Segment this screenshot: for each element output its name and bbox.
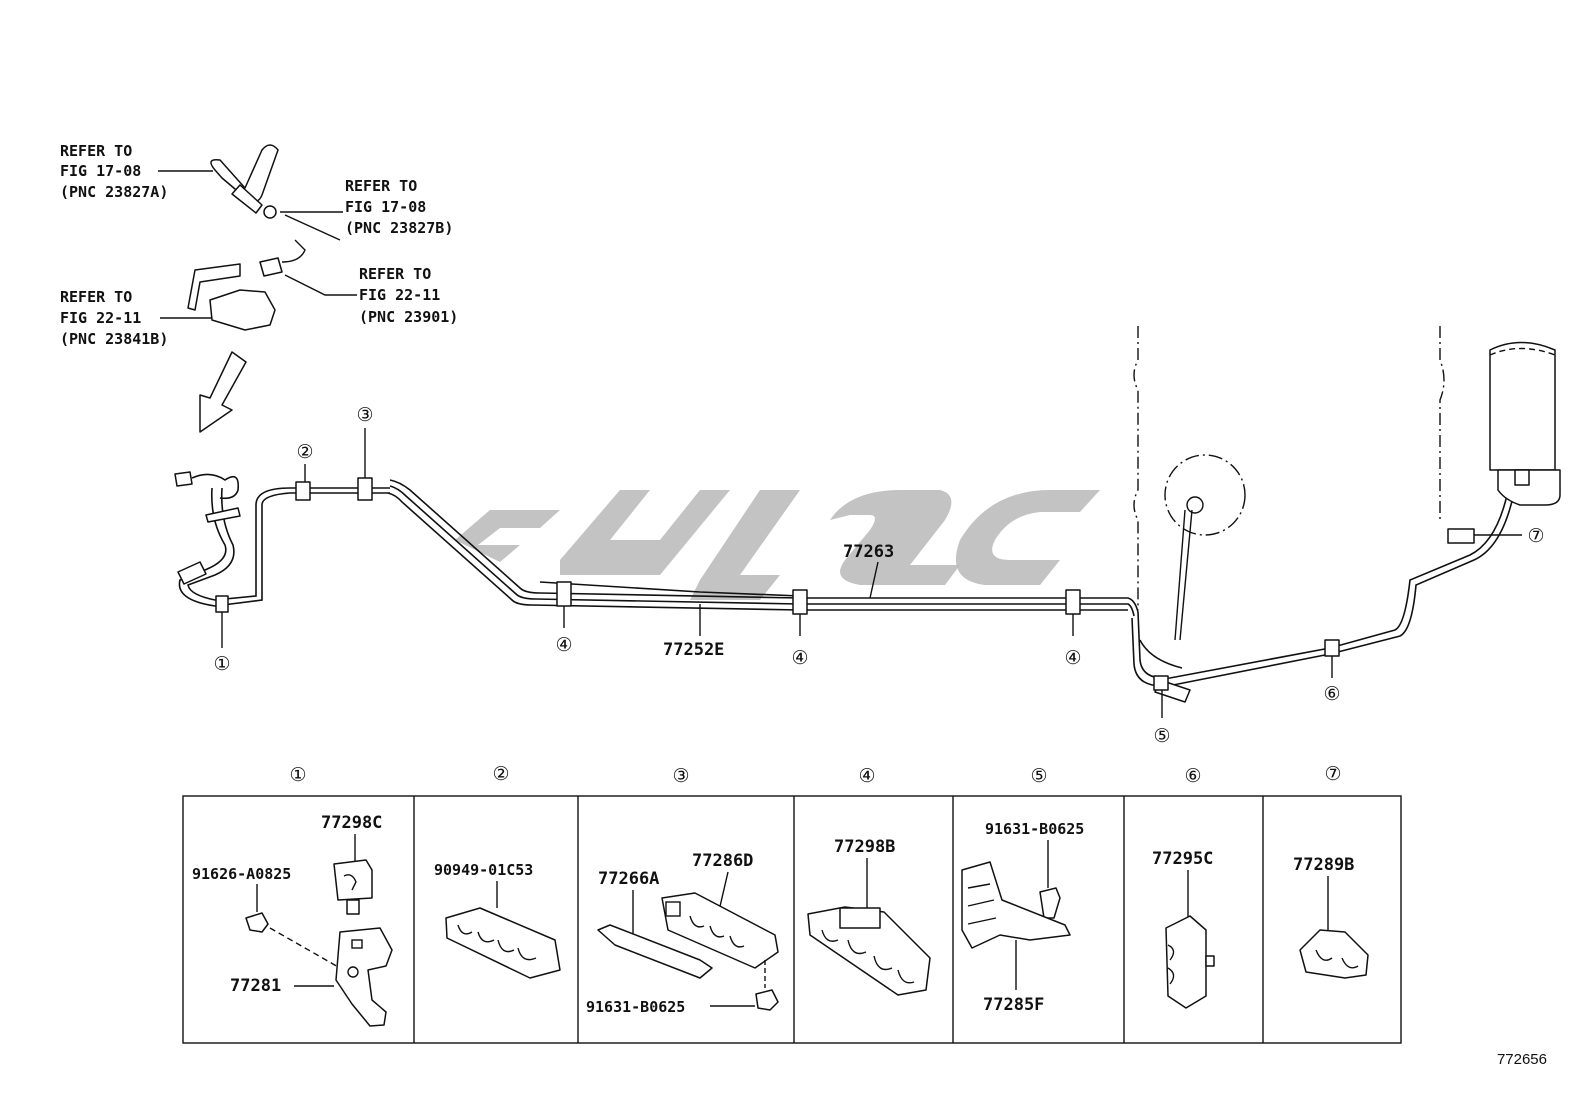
- panel-key-4: ④: [858, 766, 875, 787]
- clamp-icon: [215, 595, 229, 613]
- panel-6: 77295C: [1152, 849, 1215, 1009]
- panel-3: 77286D 77266A 91631-B0625: [586, 851, 779, 1016]
- svg-text:④: ④: [555, 635, 572, 656]
- svg-text:②: ②: [296, 442, 313, 463]
- refer-line: REFER TO: [60, 142, 132, 160]
- svg-text:①: ①: [213, 654, 230, 675]
- figure-id: 772656: [1497, 1051, 1547, 1068]
- callout-4c: ④: [1064, 614, 1082, 669]
- callout-6: ⑥: [1323, 656, 1341, 705]
- part-number: 77285F: [983, 995, 1044, 1015]
- callout-7: ⑦: [1474, 526, 1545, 547]
- panel-key-2: ②: [492, 764, 509, 785]
- callout-4b: ④: [791, 614, 809, 669]
- clamp-icon: [357, 477, 373, 501]
- part-number: 91626-A0825: [192, 865, 291, 883]
- part-number: 91631-B0625: [586, 998, 685, 1016]
- clamp-icon: [556, 581, 572, 607]
- part-number: 77298B: [834, 837, 895, 857]
- refer-line: FIG 17-08: [60, 162, 141, 180]
- tube-label-77252e: 77252E: [663, 640, 724, 660]
- refer-line: FIG 22-11: [359, 286, 440, 304]
- callout-5: ⑤: [1153, 690, 1171, 747]
- refer-note-22-11-b: REFER TO FIG 22-11 (PNC 23841B): [60, 288, 168, 348]
- watermark-logo: [455, 490, 1100, 600]
- leader-line: [869, 561, 879, 599]
- panel-5: 91631-B0625 77285F: [961, 820, 1084, 1015]
- clamp-icon: [1065, 589, 1081, 615]
- svg-text:④: ④: [791, 648, 808, 669]
- panel-key-5: ⑤: [1030, 766, 1047, 787]
- part-number: 77286D: [692, 851, 753, 871]
- part-number: 77298C: [321, 813, 382, 833]
- panel-key-6: ⑥: [1184, 766, 1201, 787]
- svg-text:⑦: ⑦: [1527, 526, 1544, 547]
- detail-panels: ① ② ③ ④ ⑤ ⑥ ⑦: [182, 764, 1402, 1044]
- svg-text:④: ④: [1064, 648, 1081, 669]
- callout-4a: ④: [555, 606, 573, 656]
- refer-line: (PNC 23827B): [345, 219, 453, 237]
- direction-arrow-icon: [199, 351, 247, 433]
- fuel-tube-routing: [174, 471, 1517, 703]
- clamp-icon: [1324, 639, 1340, 657]
- refer-line: REFER TO: [345, 177, 417, 195]
- part-number: 77295C: [1152, 849, 1213, 869]
- refer-note-22-11-a: REFER TO FIG 22-11 (PNC 23901): [359, 265, 458, 326]
- hose-assembly-icon: [187, 144, 341, 331]
- part-number: 90949-01C53: [434, 861, 533, 879]
- panel-4: 77298B: [807, 837, 931, 996]
- panel-key-1: ①: [289, 765, 306, 786]
- refer-line: FIG 17-08: [345, 198, 426, 216]
- tube-label-77263: 77263: [843, 542, 894, 562]
- clamp-icon: [295, 481, 311, 501]
- refer-line: REFER TO: [359, 265, 431, 283]
- refer-line: (PNC 23827A): [60, 183, 168, 201]
- svg-text:③: ③: [356, 405, 373, 426]
- panel-7: 77289B: [1293, 855, 1369, 979]
- panel-key-7: ⑦: [1324, 764, 1341, 785]
- refer-note-17-08-b: REFER TO FIG 17-08 (PNC 23827B): [345, 177, 453, 237]
- vehicle-body-outline: [1133, 326, 1445, 641]
- panel-2: 90949-01C53: [434, 861, 561, 979]
- part-number: 77281: [230, 976, 281, 996]
- svg-text:⑥: ⑥: [1323, 684, 1340, 705]
- refer-note-17-08-a: REFER TO FIG 17-08 (PNC 23827A): [60, 142, 168, 201]
- part-number: 91631-B0625: [985, 820, 1084, 838]
- refer-line: FIG 22-11: [60, 309, 141, 327]
- refer-line: REFER TO: [60, 288, 132, 306]
- panel-key-3: ③: [672, 766, 689, 787]
- leader-line: [284, 274, 357, 296]
- clamp-icon: [792, 589, 808, 615]
- canister-icon: [1489, 341, 1561, 506]
- part-number: 77289B: [1293, 855, 1354, 875]
- refer-line: (PNC 23901): [359, 308, 458, 326]
- panel-1: 77298C 91626-A0825 77281: [192, 813, 393, 1027]
- refer-line: (PNC 23841B): [60, 330, 168, 348]
- part-number: 77266A: [598, 869, 659, 889]
- svg-text:⑤: ⑤: [1153, 726, 1170, 747]
- callout-3: ③: [356, 405, 374, 478]
- clamp-icon: [1153, 675, 1169, 691]
- callout-2: ②: [296, 442, 314, 482]
- callout-1: ①: [213, 612, 231, 675]
- clamp-icon: [1447, 528, 1475, 544]
